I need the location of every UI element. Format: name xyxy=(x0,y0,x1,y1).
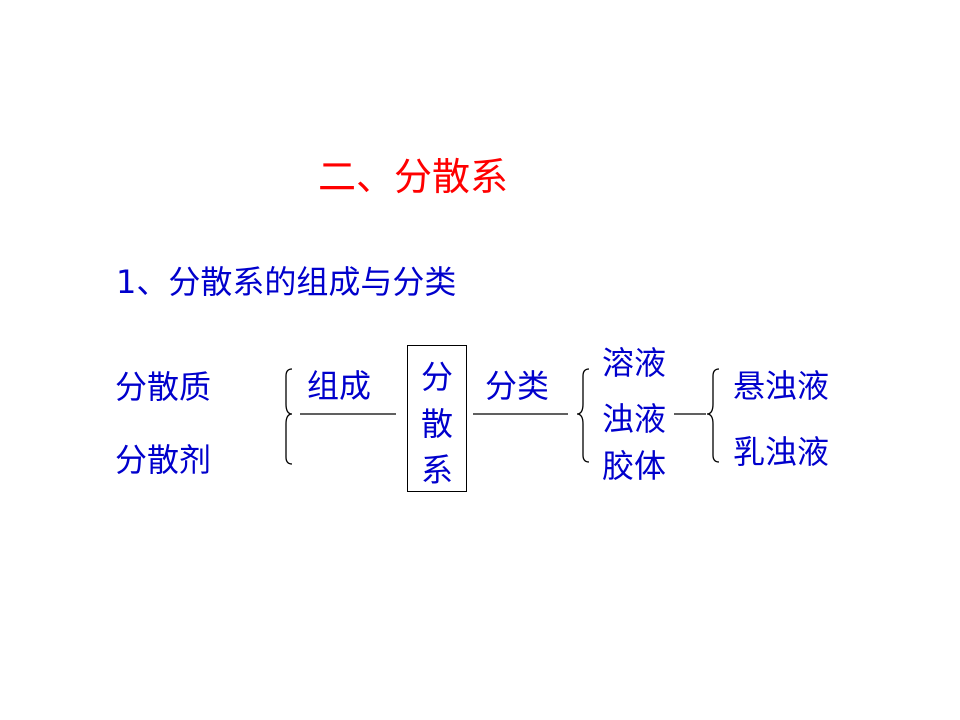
subtype-suspension: 悬浊液 xyxy=(733,367,830,405)
type-colloid: 胶体 xyxy=(602,447,667,485)
brace-types xyxy=(576,368,590,463)
subtype-emulsion: 乳浊液 xyxy=(733,433,830,471)
dispersed-phase-label: 分散质 xyxy=(115,368,212,406)
center-char-3: 系 xyxy=(421,451,454,489)
brace-subtypes xyxy=(706,368,720,463)
composition-label: 组成 xyxy=(307,367,372,405)
classification-label: 分类 xyxy=(485,367,550,405)
brace-left xyxy=(285,368,293,465)
section-heading: 1、分散系的组成与分类 xyxy=(116,263,457,301)
type-turbid-liquid: 浊液 xyxy=(602,400,667,438)
dispersion-system-box xyxy=(407,345,467,492)
center-char-1: 分 xyxy=(421,358,454,396)
dispersion-medium-label: 分散剂 xyxy=(115,441,212,479)
type-solution: 溶液 xyxy=(602,344,667,382)
center-char-2: 散 xyxy=(421,405,454,443)
slide-title: 二、分散系 xyxy=(318,155,509,199)
